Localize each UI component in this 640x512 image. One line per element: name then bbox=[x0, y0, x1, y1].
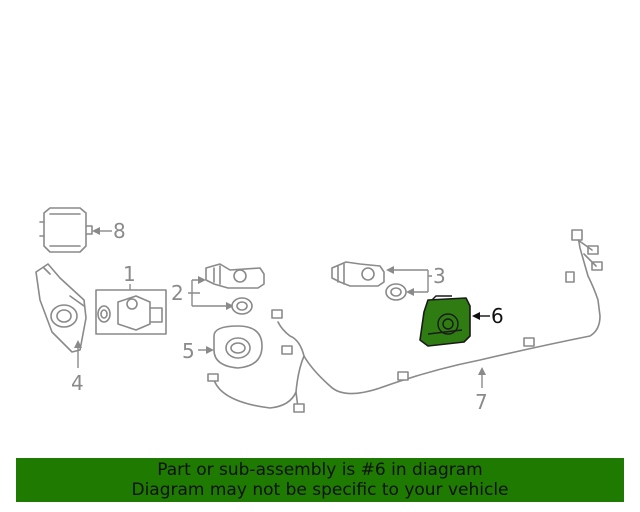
part-3-sensor[interactable] bbox=[331, 261, 385, 287]
leader-6 bbox=[472, 312, 490, 320]
leader-2 bbox=[188, 276, 234, 310]
part-2-grommet[interactable] bbox=[231, 297, 253, 315]
part-4-bracket[interactable] bbox=[35, 263, 87, 353]
leader-7 bbox=[478, 367, 486, 388]
callout-6: 6 bbox=[491, 304, 504, 328]
leader-5 bbox=[198, 346, 214, 354]
part-8-module[interactable] bbox=[39, 207, 93, 253]
callout-4: 4 bbox=[71, 371, 84, 395]
callout-5: 5 bbox=[182, 339, 195, 363]
callout-1: 1 bbox=[123, 262, 136, 286]
banner-line-2: Diagram may not be specific to your vehi… bbox=[131, 480, 509, 500]
part-3-grommet[interactable] bbox=[385, 283, 407, 301]
leader-4 bbox=[74, 340, 82, 368]
callout-3: 3 bbox=[433, 264, 446, 288]
parts-diagram: 8 4 1 2 bbox=[35, 207, 603, 414]
info-banner: Part or sub-assembly is #6 in diagram Di… bbox=[16, 458, 624, 502]
part-7-wire-harness[interactable] bbox=[207, 229, 603, 413]
part-2-sensor[interactable] bbox=[205, 263, 265, 289]
callout-2: 2 bbox=[171, 281, 184, 305]
callout-7: 7 bbox=[475, 390, 488, 414]
callout-8: 8 bbox=[113, 219, 126, 243]
part-5-sensor-mount[interactable] bbox=[213, 325, 263, 369]
leader-8 bbox=[92, 227, 112, 235]
part-6-sensor-bracket[interactable] bbox=[419, 295, 471, 347]
leader-3 bbox=[386, 266, 432, 296]
banner-line-1: Part or sub-assembly is #6 in diagram bbox=[157, 460, 483, 480]
part-1-sensor-kit[interactable] bbox=[95, 289, 167, 335]
